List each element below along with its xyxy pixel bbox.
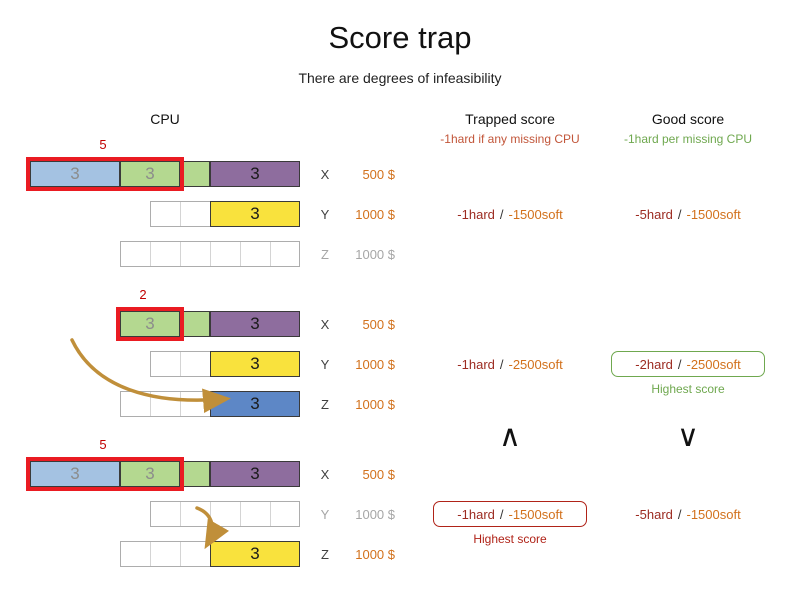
process-block-blue: 3 [30,161,120,187]
process-block-green: 3 [120,161,180,187]
process-block-purple: 3 [210,161,300,187]
cpu-bar-empty [120,241,300,267]
page-subtitle: There are degrees of infeasibility [298,70,502,86]
machine-label-z: Z [321,247,329,262]
overload-badge: 2 [139,287,147,302]
machine-label-x: X [320,317,330,332]
overload-frame [116,307,184,341]
machine-label-x: X [320,167,330,182]
cost-label: 1000 $ [355,397,395,412]
score-hard: -2hard [635,356,673,372]
good-score: -5hard / -1500soft [608,507,768,522]
good-score: -5hard / -1500soft [608,207,768,222]
cost-label: 500 $ [362,167,395,182]
process-block-purple: 3 [210,311,300,337]
process-block-dark-blue: 3 [210,391,300,417]
overload-badge: 5 [99,137,107,152]
cost-label: 1000 $ [355,207,395,222]
process-block-green-small [180,311,210,337]
score-soft: -2500soft [686,356,741,372]
overload-badge: 5 [99,437,107,452]
overload-frame [26,457,184,491]
score-hard: -5hard [635,507,673,522]
overload-frame [26,157,184,191]
score-slash: / [499,506,504,522]
machine-label-y: Y [320,357,330,372]
comparison-less-icon: ∨ [677,419,699,454]
score-slash: / [499,207,504,222]
score-slash: / [677,507,682,522]
score-hard: -1hard [457,357,495,372]
highest-score-label: Highest score [473,532,547,546]
score-hard: -1hard [457,207,495,222]
column-header-trapped-score: Trapped score [465,111,555,127]
score-soft: -1500soft [508,506,563,522]
process-block-green: 3 [120,311,180,337]
page-title: Score trap [328,20,472,55]
trapped-score: -1hard / -1500soft [430,207,590,222]
cost-label: 500 $ [362,467,395,482]
process-block-green-small [180,461,210,487]
process-block-green-small [180,161,210,187]
score-soft: -2500soft [508,357,563,372]
score-soft: -1500soft [686,207,741,222]
good-score-box: -2hard/-2500soft [611,351,765,377]
comparison-greater-icon: ∧ [499,419,521,454]
process-block-yellow: 3 [210,351,300,377]
machine-label-y: Y [320,207,330,222]
score-slash: / [677,207,682,222]
machine-label-z: Z [321,397,329,412]
column-header-cpu: CPU [150,111,180,127]
score-soft: -1500soft [686,507,741,522]
score-slash: / [499,357,504,372]
score-slash: / [677,356,682,372]
process-block-yellow: 3 [210,541,300,567]
cost-label: 500 $ [362,317,395,332]
process-block-purple: 3 [210,461,300,487]
cpu-bar-empty [150,501,300,527]
machine-label-y: Y [320,507,330,522]
machine-label-x: X [320,467,330,482]
score-hard: -1hard [457,506,495,522]
score-hard: -5hard [635,207,673,222]
process-block-yellow: 3 [210,201,300,227]
cost-label: 1000 $ [355,547,395,562]
cost-label: 1000 $ [355,357,395,372]
good-score-note: -1hard per missing CPU [623,132,753,146]
trapped-score: -1hard / -2500soft [430,357,590,372]
machine-label-z: Z [321,547,329,562]
cost-label: 1000 $ [355,247,395,262]
trapped-score-box: -1hard/-1500soft [433,501,587,527]
cost-label: 1000 $ [355,507,395,522]
process-block-green: 3 [120,461,180,487]
trapped-score-note: -1hard if any missing CPU [440,132,580,146]
process-block-blue: 3 [30,461,120,487]
highest-score-label: Highest score [651,382,725,396]
score-soft: -1500soft [508,207,563,222]
column-header-good-score: Good score [651,111,725,127]
